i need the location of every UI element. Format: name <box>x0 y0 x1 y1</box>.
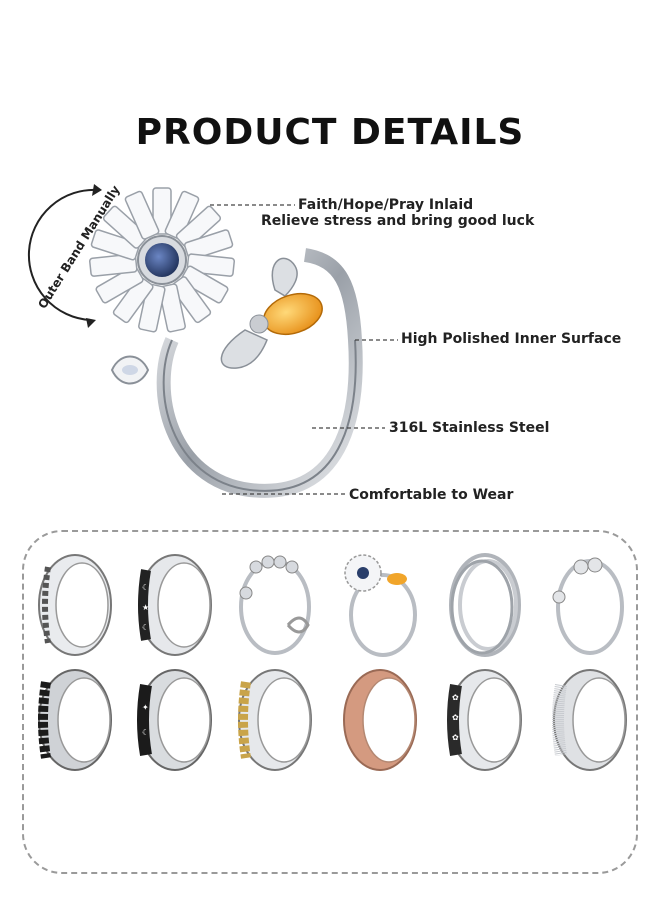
ring-rose-sand <box>343 669 417 771</box>
callout-inner-surface: High Polished Inner Surface <box>401 331 622 347</box>
callout-inlaid: Faith/Hope/Pray Inlaid <box>298 197 474 213</box>
svg-text:✿: ✿ <box>452 733 459 742</box>
ring-chain-gold <box>238 669 312 771</box>
svg-text:✿: ✿ <box>452 693 459 702</box>
svg-text:✿: ✿ <box>452 713 459 722</box>
ring-chain-silver <box>38 554 112 656</box>
svg-text:☾: ☾ <box>142 583 149 592</box>
ring-daisy-bee <box>344 554 417 657</box>
hero-ring-illustration <box>27 184 398 498</box>
leaf-gem <box>110 355 150 385</box>
daisy-flower <box>89 187 235 333</box>
ring-bead-open-small <box>552 557 624 655</box>
callout-material: 316L Stainless Steel <box>389 420 550 436</box>
bee-charm <box>220 257 323 369</box>
ring-triple-wrap <box>449 553 521 657</box>
page-title: PRODUCT DETAILS <box>135 112 525 153</box>
ring-beaded-open <box>239 555 311 655</box>
rotation-arrow-icon <box>27 188 99 321</box>
ring-collection-panel <box>22 530 638 874</box>
svg-text:★: ★ <box>142 603 149 612</box>
callout-inlaid-sub: Relieve stress and bring good luck <box>261 213 535 229</box>
callout-comfort: Comfortable to Wear <box>349 487 514 503</box>
ring-flower-band: ✿ ✿ ✿ <box>447 669 522 771</box>
ring-sand-silver <box>552 669 627 771</box>
ring-chain-black <box>38 669 112 771</box>
svg-text:☾: ☾ <box>142 623 149 632</box>
ring-moon-star-black: ✦☾ <box>137 669 212 771</box>
ring-moon-star-silver: ☾ ★ ☾ <box>138 554 212 656</box>
svg-text:☾: ☾ <box>142 728 149 737</box>
svg-text:✦: ✦ <box>142 703 149 712</box>
